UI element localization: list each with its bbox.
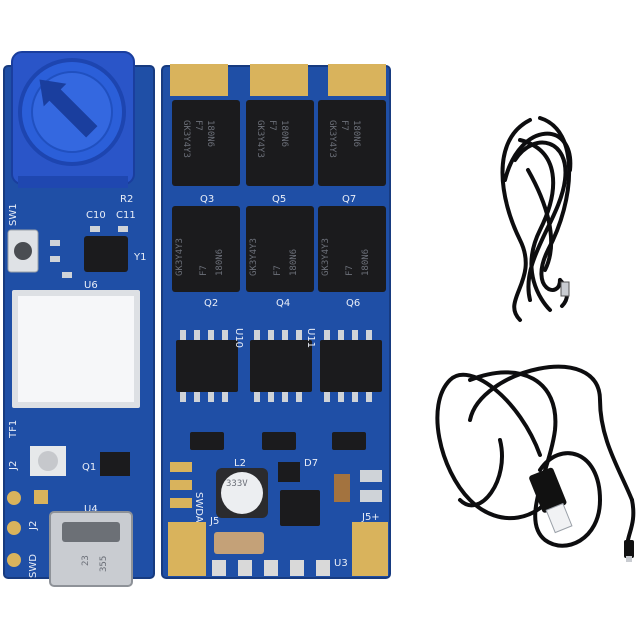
svg-text:F7: F7: [267, 120, 277, 131]
svg-text:180N6: 180N6: [351, 120, 361, 147]
svg-text:GK3Y4Y3: GK3Y4Y3: [249, 238, 259, 276]
label-q5: Q5: [272, 194, 286, 205]
mosfet-q3: 180N6 F7 GK3Y4Y3: [172, 100, 240, 186]
usb-cable-coiled: [500, 116, 573, 322]
left-pcb: R2 SW1 C10 C11 Y1 U6 TF1 J2 Q1: [3, 51, 155, 587]
usb-a-plug-icon: [529, 467, 573, 534]
inductor: 333V: [216, 468, 268, 518]
svg-text:GK3Y4Y3: GK3Y4Y3: [321, 238, 331, 276]
svg-text:180N6: 180N6: [361, 249, 371, 276]
top-pad-blocks: [170, 64, 386, 96]
svg-text:GK3Y4Y3: GK3Y4Y3: [175, 238, 185, 276]
usb-marking-1: 23: [81, 555, 91, 566]
tantalum-cap: [334, 474, 350, 502]
label-c10: C10: [86, 210, 106, 221]
label-sw1: SW1: [8, 203, 19, 226]
micro-usb-plug-icon: [560, 281, 570, 297]
label-r2: R2: [120, 194, 133, 205]
mosfet-q6: GK3Y4Y3 F7 180N6: [318, 206, 386, 292]
label-j5: J5: [209, 516, 219, 527]
label-l2: L2: [234, 458, 246, 469]
swda-pads: [170, 462, 192, 508]
label-q1: Q1: [82, 462, 96, 473]
usb-cable-loose: [435, 364, 636, 548]
label-q7: Q7: [342, 194, 356, 205]
label-u10: U10: [233, 328, 244, 348]
label-d7: D7: [304, 458, 318, 469]
mosfet-q4: GK3Y4Y3 F7 180N6: [246, 206, 314, 292]
small-regulator: [278, 462, 300, 482]
label-u6: U6: [84, 280, 98, 291]
label-j2-top: J2: [8, 461, 19, 471]
usb-marking-2: 355: [99, 556, 109, 572]
label-q3: Q3: [200, 194, 214, 205]
svg-text:GK3Y4Y3: GK3Y4Y3: [327, 120, 337, 158]
micro-usb-port: 23 355: [49, 511, 133, 587]
svg-text:GK3Y4Y3: GK3Y4Y3: [181, 120, 191, 158]
micro-usb-plug-2-icon: [624, 540, 634, 562]
label-q4: Q4: [276, 298, 290, 309]
mosfet-q2: GK3Y4Y3 F7 180N6: [172, 206, 240, 292]
svg-text:F7: F7: [199, 265, 209, 276]
mosfet-q7: 180N6 F7 GK3Y4Y3: [318, 100, 386, 186]
bottom-pad-blocks: [168, 522, 388, 576]
inductor-marking: 333V: [226, 479, 248, 489]
right-pcb: 180N6 F7 GK3Y4Y3 180N6 F7 GK3Y4Y3 180N6 …: [161, 64, 391, 579]
driver-ics: [176, 330, 382, 402]
arrow-icon: [39, 79, 98, 138]
label-c11: C11: [116, 210, 136, 221]
svg-text:F7: F7: [273, 265, 283, 276]
label-q2: Q2: [204, 298, 218, 309]
label-u11: U11: [305, 328, 316, 348]
buck-ic: [280, 490, 320, 526]
svg-text:GK3Y4Y3: GK3Y4Y3: [255, 120, 265, 158]
tactile-switch: [7, 229, 39, 273]
label-q6: Q6: [346, 298, 360, 309]
label-j2: J2: [28, 521, 39, 531]
label-y1: Y1: [133, 252, 146, 263]
svg-text:180N6: 180N6: [205, 120, 215, 147]
potentiometer: [11, 51, 135, 188]
label-swda: SWDA: [193, 492, 204, 523]
q1-chip: [100, 452, 130, 476]
svg-text:180N6: 180N6: [215, 249, 225, 276]
crystal-chip: [84, 236, 128, 272]
bottom-connector-pads: [212, 560, 330, 576]
mosfet-q5: 180N6 F7 GK3Y4Y3: [246, 100, 314, 186]
bottom-capacitor: [214, 532, 264, 554]
rf-module-shield: [18, 296, 134, 402]
svg-text:F7: F7: [193, 120, 203, 131]
label-j5-plus: J5+: [361, 512, 380, 523]
label-u3: U3: [334, 558, 348, 569]
label-swd: SWD: [28, 554, 39, 578]
svg-text:180N6: 180N6: [279, 120, 289, 147]
svg-text:F7: F7: [339, 120, 349, 131]
svg-text:180N6: 180N6: [289, 249, 299, 276]
diode-row: [190, 432, 366, 450]
label-u4: U4: [84, 504, 98, 515]
label-tf1: TF1: [8, 420, 19, 439]
svg-text:F7: F7: [345, 265, 355, 276]
pin-pads: [7, 490, 48, 567]
